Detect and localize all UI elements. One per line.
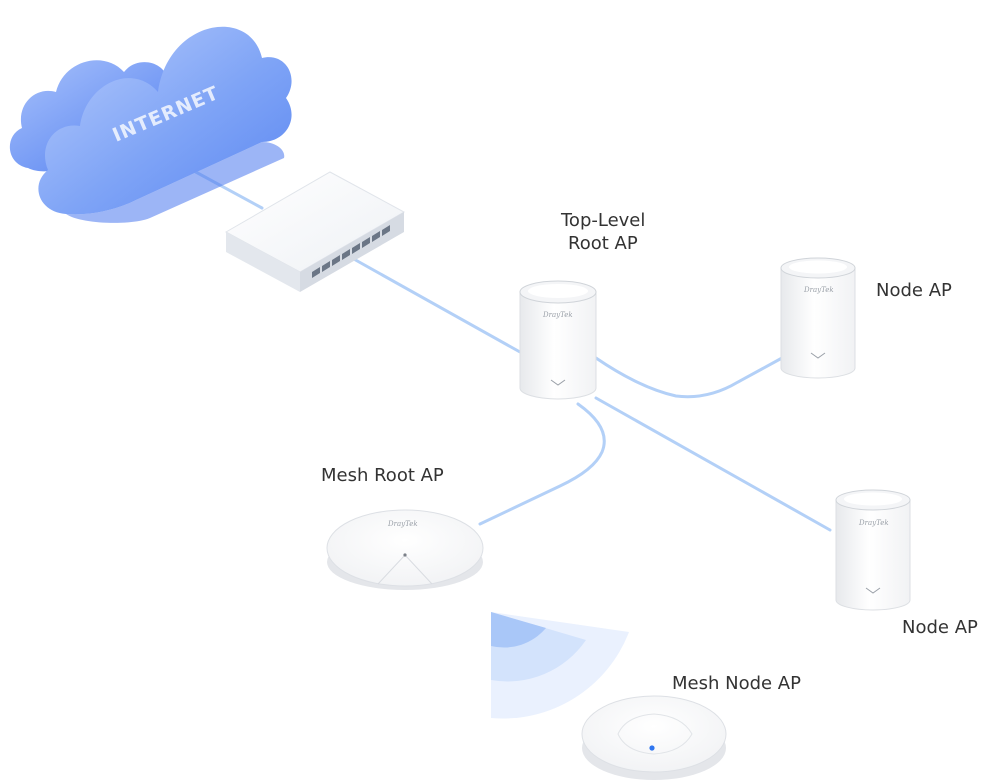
brand-label: DrayTek xyxy=(858,519,889,527)
label-top-level-root-ap-line1: Top-Level xyxy=(560,210,645,231)
led-chevron-icon xyxy=(810,352,826,359)
node-ap-1-device: DrayTek xyxy=(780,257,856,379)
wireless-signal-icon xyxy=(491,612,629,719)
label-mesh-root-ap: Mesh Root AP xyxy=(321,465,444,486)
link-root-ap-to-node-ap-2 xyxy=(594,396,832,532)
led-chevron-icon xyxy=(550,379,566,386)
mesh-node-ap-device xyxy=(581,695,727,780)
internet-cloud-icon: INTERNET xyxy=(9,26,292,223)
status-led-indicator xyxy=(649,745,655,751)
link-root-ap-to-node-ap-1 xyxy=(594,356,784,399)
label-node-ap-1: Node AP xyxy=(876,280,952,301)
label-top-level-root-ap-line2: Root AP xyxy=(568,233,638,254)
top-level-root-ap-device: DrayTek xyxy=(519,280,597,400)
brand-label: DrayTek xyxy=(387,520,418,528)
switch-ports xyxy=(312,225,390,278)
label-mesh-node-ap: Mesh Node AP xyxy=(672,673,801,694)
brand-label: DrayTek xyxy=(542,311,573,319)
network-switch-icon xyxy=(224,171,406,292)
mesh-root-ap-device: DrayTek xyxy=(326,509,484,590)
node-ap-2-device: DrayTek xyxy=(835,489,911,611)
link-switch-to-root-ap xyxy=(350,256,522,354)
connection-links xyxy=(168,156,832,532)
brand-label: DrayTek xyxy=(803,286,834,294)
led-chevron-icon xyxy=(865,587,881,594)
link-root-ap-to-mesh-root xyxy=(478,402,606,526)
label-node-ap-2: Node AP xyxy=(902,617,978,638)
